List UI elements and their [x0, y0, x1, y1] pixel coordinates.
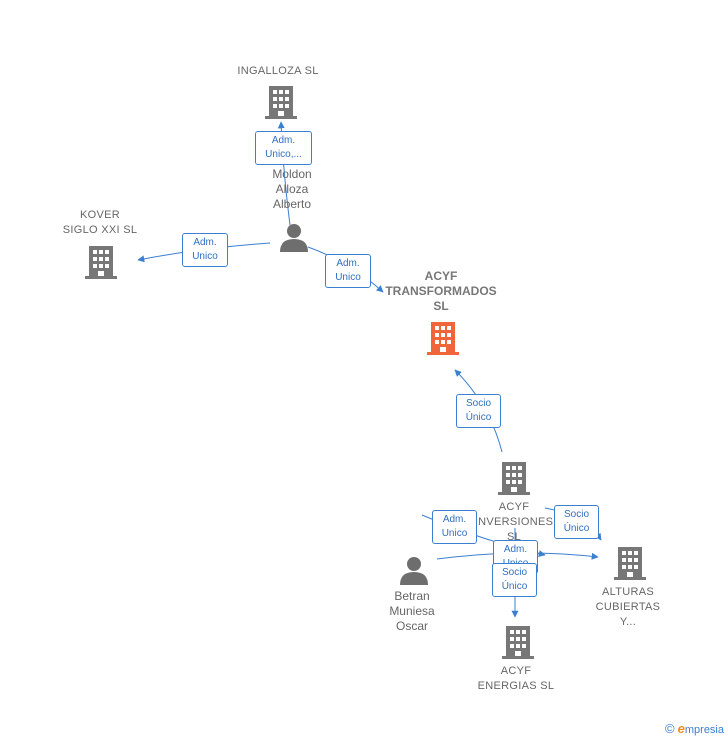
node-label-alturas[interactable]: ALTURAS CUBIERTAS Y...: [595, 586, 661, 628]
edge-label-moldon-ingalloza[interactable]: Adm. Unico,...: [255, 131, 312, 165]
node-label-kover[interactable]: KOVER SIGLO XXI SL: [62, 209, 138, 236]
node-label-acyf-energias[interactable]: ACYF ENERGIAS SL: [477, 665, 555, 692]
edge-label-moldon-transformados[interactable]: Adm. Unico: [325, 254, 371, 288]
edge-label-moldon-kover[interactable]: Adm. Unico: [182, 233, 228, 267]
building-icon[interactable]: [501, 624, 535, 660]
node-label-moldon[interactable]: Moldon Alloza Alberto: [272, 167, 312, 211]
edge-label-inversiones-transformados[interactable]: Socio Único: [456, 394, 501, 428]
edge-label-betran-inversiones[interactable]: Adm. Unico: [432, 510, 477, 544]
node-label-acyf-inversiones[interactable]: ACYF INVERSIONES SL: [474, 501, 554, 543]
person-icon[interactable]: [399, 555, 429, 585]
node-label-ingalloza[interactable]: INGALLOZA SL: [237, 65, 319, 77]
building-icon[interactable]: [84, 244, 118, 280]
building-icon[interactable]: [613, 545, 647, 581]
node-label-betran[interactable]: Betran Muniesa Oscar: [389, 589, 435, 633]
footer-watermark: © empresia: [665, 721, 724, 736]
edge-label-inversiones-alturas[interactable]: Socio Único: [554, 505, 599, 539]
brand-logo: empresia: [677, 721, 724, 736]
building-icon[interactable]: [497, 460, 531, 496]
building-icon-focus[interactable]: [426, 320, 460, 356]
node-label-acyf-transformados[interactable]: ACYF TRANSFORMADOS SL: [385, 269, 497, 313]
copyright-symbol: ©: [665, 721, 675, 736]
building-icon[interactable]: [264, 84, 298, 120]
person-icon[interactable]: [279, 222, 309, 252]
edge-label-inversiones-energias[interactable]: Socio Único: [492, 563, 537, 597]
